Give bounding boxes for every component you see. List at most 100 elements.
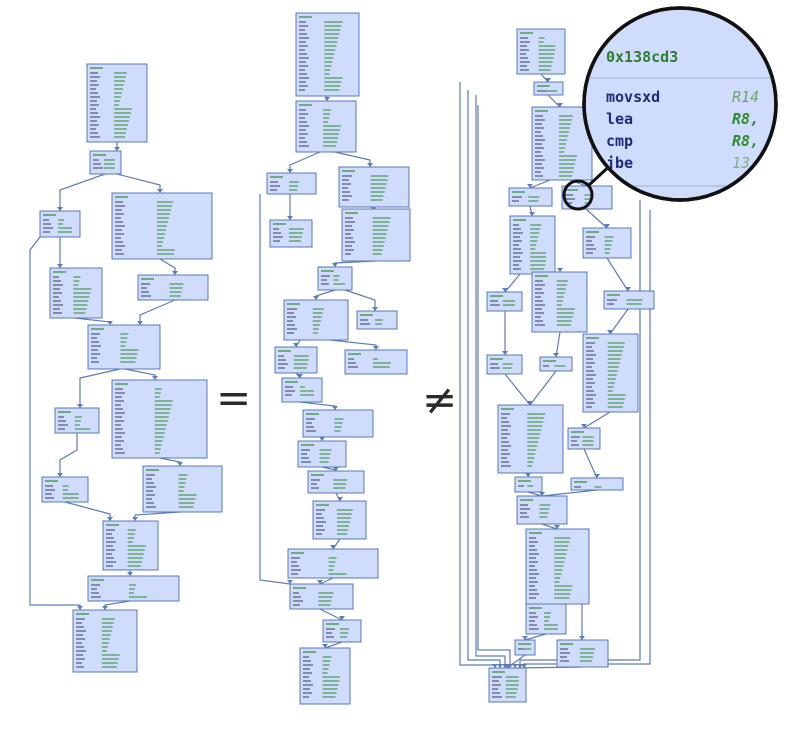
middle-node bbox=[289, 583, 354, 610]
left-edge-arrow bbox=[127, 572, 133, 576]
middle-node bbox=[269, 219, 313, 248]
middle-node bbox=[295, 12, 360, 97]
right-edge bbox=[529, 370, 557, 406]
middle-node bbox=[283, 299, 349, 341]
right-edge-arrow bbox=[553, 353, 559, 357]
left-node bbox=[111, 379, 208, 459]
right-edge bbox=[541, 523, 558, 530]
left-edge-arrow bbox=[152, 376, 158, 380]
right-node bbox=[582, 227, 632, 259]
left-edge-arrow bbox=[57, 473, 63, 477]
middle-node bbox=[295, 100, 357, 153]
right-edge-arrow bbox=[517, 664, 523, 668]
right-edge-arrow bbox=[545, 78, 551, 82]
left-edge bbox=[79, 368, 121, 408]
middle-node bbox=[317, 266, 353, 291]
left-edge bbox=[104, 600, 131, 610]
left-edge bbox=[159, 258, 176, 275]
left-edge-arrow bbox=[57, 207, 63, 211]
mid-edge-arrow bbox=[317, 580, 323, 584]
right-edge-arrow bbox=[579, 636, 585, 640]
cfg-graph-right bbox=[459, 28, 655, 703]
right-edge bbox=[547, 94, 561, 108]
mid-edge-arrow bbox=[367, 163, 373, 167]
right-node bbox=[567, 427, 601, 450]
middle-node bbox=[307, 470, 365, 494]
right-node bbox=[514, 639, 536, 656]
left-edge bbox=[116, 173, 161, 193]
mid-edge bbox=[259, 194, 291, 585]
right-edge-arrow bbox=[521, 664, 527, 668]
equal-symbol: = bbox=[216, 373, 251, 422]
left-node bbox=[137, 274, 209, 301]
not-equal-symbol: ≠ bbox=[422, 375, 457, 424]
mid-edge bbox=[315, 289, 336, 300]
right-edge-arrow bbox=[625, 287, 631, 291]
mid-edge-arrow bbox=[330, 545, 336, 549]
mid-edge bbox=[289, 151, 321, 173]
zoom-operand-3: R8, bbox=[732, 132, 759, 150]
right-node bbox=[525, 528, 590, 605]
right-edge bbox=[606, 257, 629, 292]
mid-edge-arrow bbox=[332, 406, 338, 410]
right-node bbox=[570, 477, 624, 491]
left-node bbox=[54, 407, 100, 434]
right-edge-arrow bbox=[502, 351, 508, 355]
right-edge bbox=[540, 73, 549, 83]
left-edge bbox=[59, 173, 106, 211]
mid-edge-arrow bbox=[319, 437, 325, 441]
right-edge-arrow bbox=[502, 664, 508, 668]
right-node bbox=[531, 271, 588, 333]
right-edge-arrow bbox=[557, 268, 563, 272]
right-node bbox=[531, 106, 593, 181]
middle-node bbox=[266, 172, 317, 195]
zoom-operand-2: R8, bbox=[732, 110, 759, 128]
zoom-operand-4: 13 bbox=[732, 154, 750, 172]
middle-node bbox=[299, 647, 351, 705]
right-edge-arrow bbox=[554, 525, 560, 529]
mid-edge-arrow bbox=[332, 263, 338, 267]
right-edge bbox=[524, 633, 547, 641]
right-edge bbox=[609, 308, 629, 335]
right-edge-arrow bbox=[512, 664, 518, 668]
right-edge bbox=[504, 273, 521, 293]
middle-node bbox=[341, 208, 411, 262]
left-edge bbox=[134, 511, 181, 521]
left-node bbox=[41, 476, 89, 503]
left-edge-arrow bbox=[157, 189, 163, 193]
zoom-source-circle bbox=[562, 179, 594, 211]
mid-edge-arrow bbox=[287, 169, 293, 173]
zoom-mnemonic-4: jbe bbox=[606, 154, 633, 172]
left-edge-arrow bbox=[137, 321, 143, 325]
mid-edge-arrow bbox=[322, 644, 328, 648]
mid-edge bbox=[324, 641, 343, 649]
right-edge-arrow bbox=[525, 473, 531, 477]
right-edge-arrow bbox=[522, 636, 528, 640]
right-edge bbox=[555, 331, 561, 358]
right-edge bbox=[541, 489, 598, 497]
zoom-operand-1: R14 bbox=[732, 88, 759, 106]
right-edge-arrow bbox=[497, 664, 503, 668]
left-edge bbox=[139, 299, 176, 325]
middle-node bbox=[356, 310, 398, 330]
left-edge-arrow bbox=[107, 321, 113, 325]
right-node bbox=[556, 639, 609, 668]
zoom-callout: 0x138cd3 movsxd R14 lea R8, cmp R8, jbe … bbox=[582, 6, 778, 202]
zoom-lens-border bbox=[582, 6, 778, 202]
mid-edge bbox=[319, 608, 343, 621]
middle-node bbox=[274, 346, 318, 374]
mid-edge-arrow bbox=[372, 307, 378, 311]
right-node bbox=[486, 354, 523, 375]
left-edge-arrow bbox=[114, 147, 120, 151]
left-node bbox=[86, 63, 148, 143]
right-node bbox=[516, 495, 568, 525]
right-edge bbox=[467, 90, 501, 668]
right-edge bbox=[475, 95, 506, 668]
left-edge-arrow bbox=[132, 517, 138, 521]
left-edge-arrow bbox=[57, 264, 63, 268]
mid-edge-arrow bbox=[333, 467, 339, 471]
middle-node bbox=[338, 166, 410, 208]
cfg-graph-middle bbox=[259, 12, 411, 705]
mid-edge bbox=[329, 339, 377, 350]
